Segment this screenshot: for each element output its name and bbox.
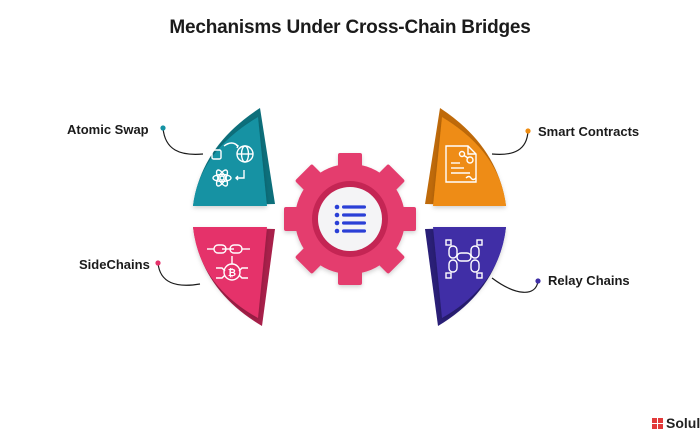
atomic-swap-icon (211, 142, 254, 187)
smart-contracts-label: Smart Contracts (538, 124, 640, 139)
brand-text: Solul (666, 415, 700, 431)
diagram-title: Mechanisms Under Cross-Chain Bridges (169, 17, 531, 38)
smart-contract-document-icon (445, 145, 477, 183)
sidechains-label: SideChains (79, 257, 150, 272)
atomic-swap-dot (160, 125, 166, 131)
brand-watermark: Solul (652, 415, 700, 431)
atomic-swap-connector (162, 127, 204, 155)
list-icon (334, 204, 366, 234)
center-gear-inner (318, 187, 382, 251)
bitcoin-glyph: ₿ (228, 267, 236, 279)
sidechains-segment: ₿ (193, 227, 275, 326)
atomic-swap-label: Atomic Swap (67, 122, 149, 137)
smart-contracts-connector (491, 130, 529, 155)
relay-chains-connector (491, 277, 539, 293)
brand-logo-icon (652, 418, 663, 429)
relay-chains-dot (535, 278, 541, 284)
sidechains-connector (157, 262, 201, 286)
relay-chain-links-icon (445, 239, 483, 279)
sidechains-dot (155, 260, 161, 266)
bitcoin-chain-icon (207, 244, 250, 281)
smart-contracts-segment (425, 108, 506, 206)
smart-contracts-dot (525, 128, 531, 134)
atomic-swap-segment (193, 108, 275, 206)
relay-chains-segment (425, 227, 506, 326)
relay-chains-label: Relay Chains (548, 273, 630, 288)
